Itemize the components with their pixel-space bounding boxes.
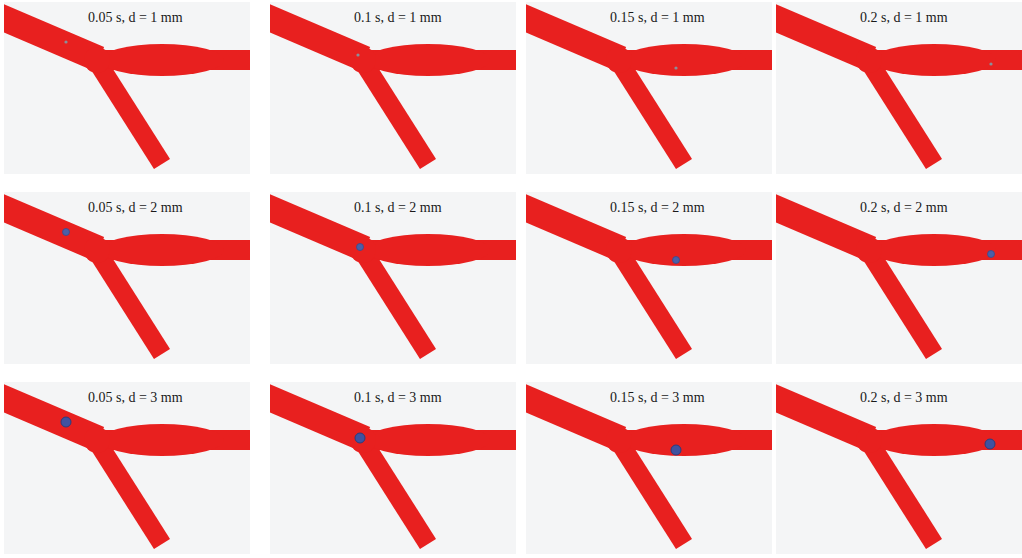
panel	[260, 2, 520, 174]
panel	[516, 192, 776, 364]
panel-caption: 0.05 s, d = 3 mm	[88, 390, 183, 407]
panel-caption: 0.15 s, d = 3 mm	[610, 390, 705, 407]
panel	[0, 2, 254, 174]
panel-caption: 0.1 s, d = 1 mm	[354, 10, 442, 27]
panel	[766, 192, 1022, 364]
panel-caption: 0.2 s, d = 1 mm	[860, 10, 948, 27]
panel	[766, 382, 1022, 554]
panel-caption: 0.05 s, d = 2 mm	[88, 200, 183, 217]
panel-caption: 0.1 s, d = 3 mm	[354, 390, 442, 407]
panel-caption: 0.2 s, d = 2 mm	[860, 200, 948, 217]
panel	[0, 192, 254, 364]
panel-caption: 0.2 s, d = 3 mm	[860, 390, 948, 407]
panel-caption: 0.15 s, d = 2 mm	[610, 200, 705, 217]
panel	[516, 2, 776, 174]
panel-caption: 0.1 s, d = 2 mm	[354, 200, 442, 217]
panel	[516, 382, 776, 554]
panel	[0, 382, 254, 554]
panel	[766, 2, 1022, 174]
panel-caption: 0.05 s, d = 1 mm	[88, 10, 183, 27]
panel	[260, 192, 520, 364]
panel-caption: 0.15 s, d = 1 mm	[610, 10, 705, 27]
panel	[260, 382, 520, 554]
